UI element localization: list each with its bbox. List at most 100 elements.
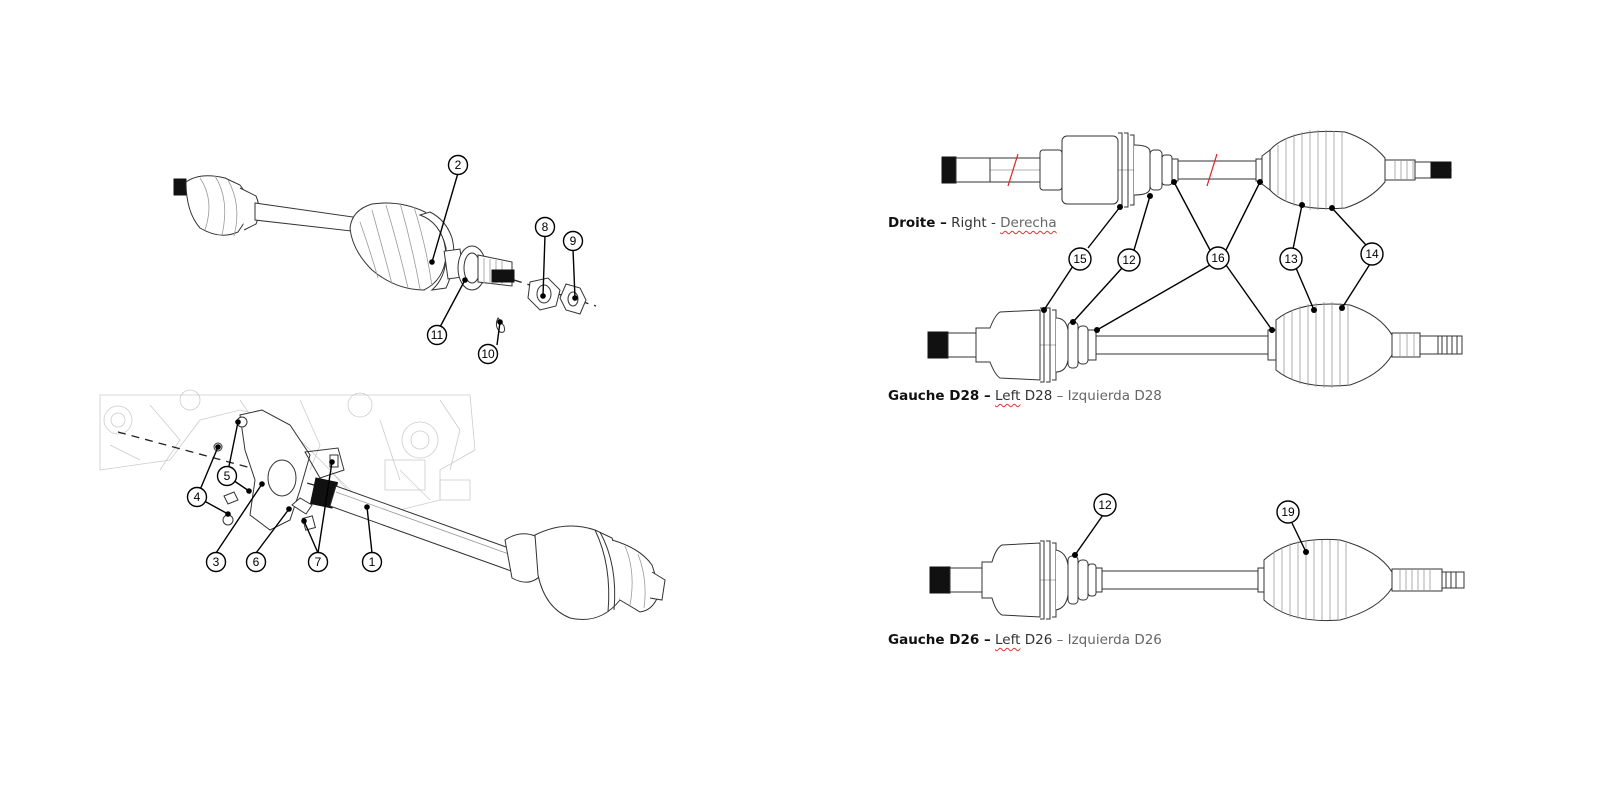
callout-14-leader-bottom (1341, 263, 1371, 309)
inner-spline-stub (173, 178, 187, 196)
caption-left-d28: Gauche D28 – Left D28 – Izquierda D28 (888, 388, 1162, 404)
svg-text:4: 4 (194, 490, 201, 504)
caption-right: Droite – Right - Derecha (888, 215, 1057, 231)
callout-13: 13 (1279, 247, 1303, 271)
bar-clamp-right (1255, 158, 1263, 182)
break-mark-2 (1206, 153, 1218, 187)
knuckle-bolt-5 (223, 491, 239, 505)
svg-text:7: 7 (315, 555, 322, 569)
svg-text:10: 10 (481, 347, 495, 361)
outer-boot-right (1269, 130, 1386, 210)
comparison-callouts: 15 12 16 13 14 12 19 (1041, 179, 1384, 558)
svg-text:19: 19 (1281, 505, 1295, 519)
bar-clamp-left (1171, 158, 1179, 182)
caption-left-d26-en-word: Left (995, 632, 1021, 648)
callout-2: 2 (447, 154, 469, 176)
outer-stub-d26 (1391, 568, 1443, 592)
caption-left-d28-es: – Izquierda D28 (1056, 388, 1162, 404)
callout-16-leader-d (1225, 264, 1273, 331)
caption-right-en: Right - (946, 215, 1001, 231)
callout-7-leader-b (303, 520, 319, 554)
callout-7: 7 (307, 551, 329, 573)
break-mark-1 (1007, 153, 1019, 187)
svg-text:12: 12 (1122, 253, 1136, 267)
inner-joint-housing-d28 (975, 309, 1041, 381)
outer-boot-d26 (1263, 538, 1393, 622)
callout-9: 9 (562, 230, 584, 252)
shaft-bar (254, 202, 361, 233)
bar-clamp-d28-left (1087, 329, 1097, 361)
callout-16-leader-b (1225, 181, 1261, 251)
shaft-right-drawing (941, 130, 1452, 210)
callout-15: 15 (1068, 247, 1092, 271)
callout-d26-12: 12 (1093, 493, 1117, 517)
spline-tip (491, 269, 515, 283)
callout-d26-12-leader (1074, 514, 1104, 556)
outer-thread-right (1430, 161, 1452, 179)
callout-6-leader (255, 508, 290, 554)
inner-joint-housing-d26 (981, 542, 1041, 618)
installation-illustration: 5 4 3 6 7 1 (99, 389, 666, 620)
shaft-left-d26-drawing (929, 538, 1465, 622)
svg-text:3: 3 (213, 555, 220, 569)
callout-3: 3 (205, 551, 227, 573)
svg-text:15: 15 (1073, 252, 1087, 266)
steering-knuckle (239, 409, 311, 531)
svg-text:16: 16 (1211, 251, 1225, 265)
bar-clamp-d26-right (1257, 567, 1265, 593)
svg-text:1: 1 (369, 555, 376, 569)
callout-2-leader (431, 172, 459, 263)
callout-12-leader-bottom (1072, 267, 1123, 323)
callout-8-leader (542, 234, 546, 297)
callout-15-leader-top (1087, 206, 1121, 249)
callout-4: 4 (186, 486, 208, 508)
callout-6: 6 (245, 551, 267, 573)
flange-plate (304, 447, 345, 479)
caption-left-d26-en: D26 (1020, 632, 1057, 648)
outer-stub-right (1384, 159, 1416, 181)
caption-left-d26-es: – Izquierda D26 (1056, 632, 1162, 648)
shaft-bar-right (1177, 160, 1257, 180)
callout-12-leader-top (1133, 195, 1151, 251)
exploded-shaft-illustration: 2 8 9 11 10 (173, 154, 597, 365)
caption-left-d28-en: D28 (1020, 388, 1057, 404)
svg-text:2: 2 (455, 158, 462, 172)
callout-13-leader-top (1292, 204, 1303, 250)
svg-text:5: 5 (224, 469, 231, 483)
shaft-bar-d28 (1095, 335, 1269, 355)
inner-joint-housing (185, 175, 249, 236)
callout-3-leader (215, 483, 263, 554)
callout-16-leader-a (1173, 181, 1211, 251)
callout-1: 1 (361, 551, 383, 573)
caption-left-d28-en-word: Left (995, 388, 1021, 404)
svg-text:9: 9 (570, 234, 577, 248)
callout-d26-19-leader (1291, 522, 1307, 553)
shaft-bar-d26 (1101, 570, 1259, 590)
callout-10-leader (496, 321, 501, 346)
caption-right-fr: Droite – (888, 215, 947, 231)
outer-boot-d28 (1275, 303, 1393, 387)
inner-spline-d26 (929, 566, 951, 594)
bar-clamp-d26-left (1095, 567, 1103, 593)
inner-spline-right (941, 156, 957, 184)
outer-stub-d28 (1391, 332, 1421, 358)
callout-11-leader (439, 279, 466, 328)
bearing-bolt (291, 497, 313, 515)
inner-spline-d28 (927, 331, 949, 359)
caption-left-d26-fr: Gauche D26 – (888, 632, 991, 648)
caption-right-es: Derecha (1000, 215, 1057, 231)
callout-16: 16 (1206, 246, 1230, 270)
callout-5: 5 (216, 465, 238, 487)
callout-8: 8 (534, 216, 556, 238)
drive-shaft-bar (329, 485, 521, 573)
inner-joint-neck-right (1039, 149, 1063, 191)
callout-1-leader (366, 506, 373, 554)
hub-axis-line (117, 431, 326, 489)
svg-text:12: 12 (1098, 498, 1112, 512)
callout-15-leader-bottom (1043, 265, 1074, 311)
shaft-left-d28-drawing (927, 302, 1463, 388)
inner-joint-housing-right (1061, 135, 1119, 205)
bar-clamp-d28-right (1267, 329, 1277, 361)
